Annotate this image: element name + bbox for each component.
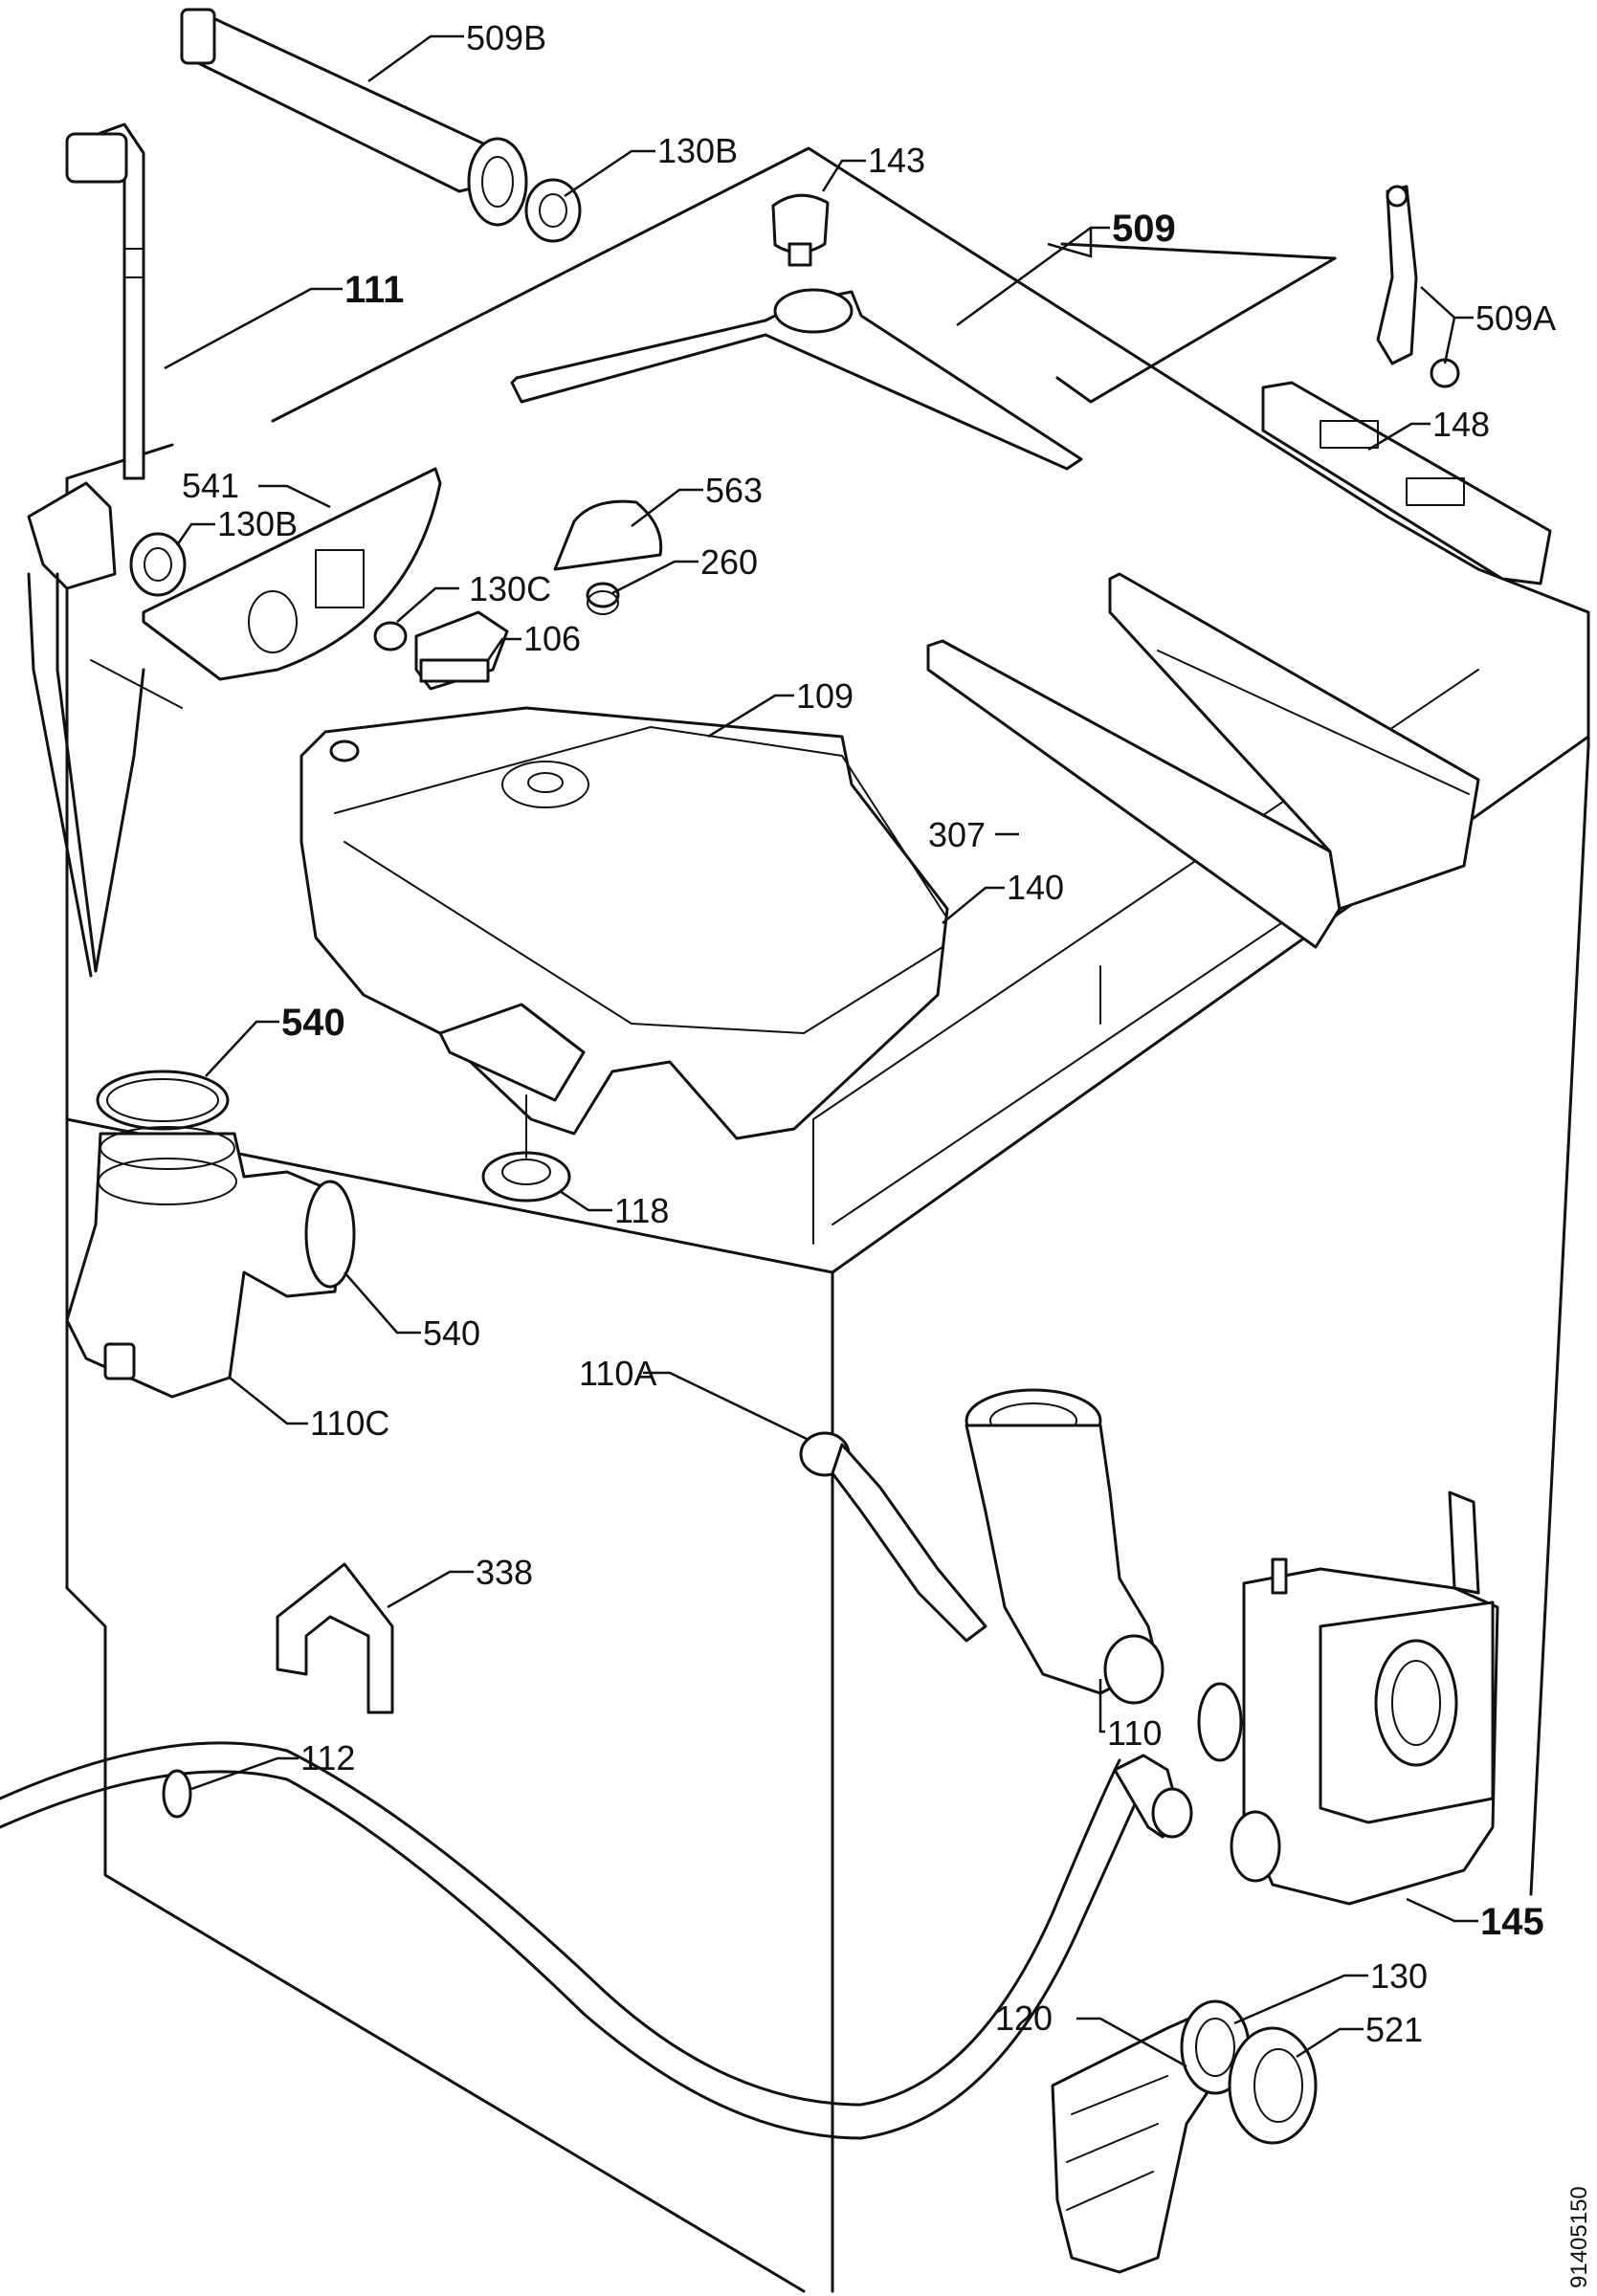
label-130b-top: 130B (657, 131, 738, 170)
callout-labels: 509B 130B 143 111 509 509A 148 541 130B … (182, 18, 1592, 2288)
part-112-drain-hose (0, 1741, 1193, 2140)
part-143-knob (771, 193, 830, 267)
doc-id: 91405150 (1566, 2186, 1592, 2288)
label-541: 541 (182, 466, 239, 505)
part-111-inlet-hose (65, 122, 145, 480)
part-260-spring (586, 582, 620, 615)
label-109: 109 (796, 676, 854, 716)
label-509a: 509A (1475, 298, 1556, 338)
part-145-pump (1197, 1490, 1499, 1906)
label-110: 110 (1107, 1713, 1162, 1753)
part-509b-inlet-pipe (180, 8, 528, 227)
part-110a-hose (799, 1431, 987, 1643)
label-111: 111 (344, 269, 404, 311)
label-130: 130 (1370, 1956, 1428, 1996)
part-130c-106-valve (373, 610, 509, 691)
part-109-140-dispenser-housing (299, 706, 949, 1140)
part-540-clamp-ring-top (96, 1070, 230, 1131)
label-563: 563 (705, 471, 763, 510)
label-130b-mid: 130B (217, 504, 298, 543)
part-110c-sump-hose (65, 1126, 356, 1399)
label-106: 106 (523, 619, 581, 658)
label-260: 260 (700, 542, 758, 582)
label-110a: 110A (579, 1354, 656, 1393)
part-563-cam (553, 499, 663, 571)
label-130c: 130C (469, 569, 551, 608)
part-148-dispenser-insert (1261, 381, 1552, 585)
label-338: 338 (476, 1553, 533, 1592)
leader-lines (164, 34, 1478, 2068)
part-130b-nut-top (524, 178, 582, 243)
part-521-cap (1228, 2026, 1318, 2145)
part-509-lever (510, 242, 1337, 471)
label-540-bot: 540 (423, 1314, 480, 1353)
part-509a-lever (1376, 185, 1460, 388)
label-540-top: 540 (281, 1002, 345, 1044)
part-130b-nut-mid (129, 532, 187, 597)
label-148: 148 (1432, 405, 1490, 444)
part-118-cog (481, 1094, 571, 1203)
label-120: 120 (995, 1998, 1053, 2038)
part-left-hose (27, 481, 145, 978)
label-307: 307 (928, 815, 986, 854)
part-307-drawer (926, 572, 1480, 949)
label-145: 145 (1480, 1901, 1544, 1943)
label-521: 521 (1365, 2010, 1423, 2049)
part-541-panel (142, 467, 442, 681)
label-509b: 509B (466, 18, 546, 57)
label-110c: 110C (310, 1403, 389, 1443)
label-140: 140 (1007, 868, 1064, 907)
label-118: 118 (614, 1191, 669, 1230)
label-112: 112 (300, 1738, 355, 1777)
label-143: 143 (868, 141, 925, 180)
part-110-bellows-hose (965, 1388, 1164, 1705)
label-509: 509 (1112, 208, 1176, 250)
part-338-bracket (276, 1562, 394, 1714)
